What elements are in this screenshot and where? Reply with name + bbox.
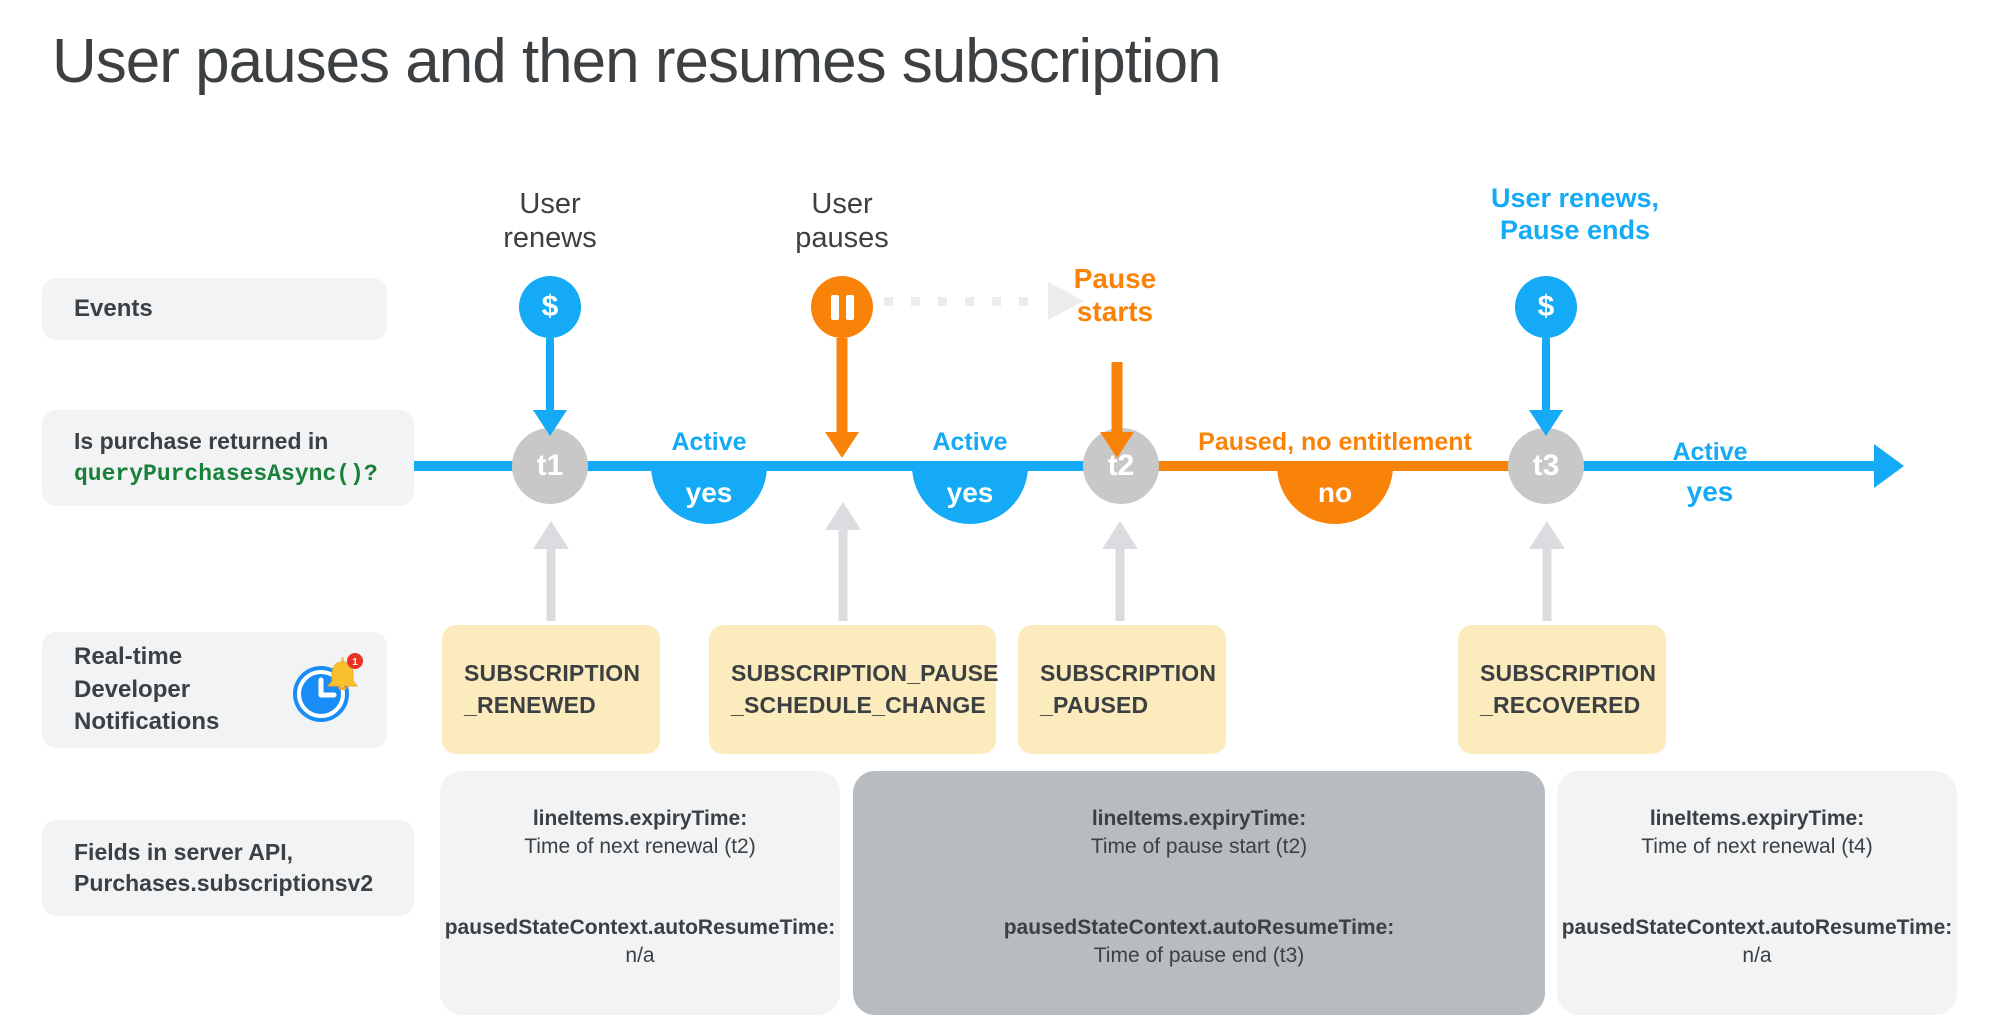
field-card-t1: lineItems.expiryTime: Time of next renew… <box>440 771 840 1015</box>
arrow-head-icon <box>533 410 567 436</box>
dot <box>965 296 974 306</box>
field-value-autoresumetime: Time of pause end (t3) <box>1093 943 1305 967</box>
arrow-head-icon <box>1529 410 1563 436</box>
page-title: User pauses and then resumes subscriptio… <box>52 27 1222 96</box>
field-name-expirytime: lineItems.expiryTime: <box>1649 807 1865 830</box>
query-label-code: queryPurchasesAsync()? <box>74 461 378 487</box>
field-name-autoresumetime: pausedStateContext.autoResumeTime: <box>1003 915 1395 939</box>
arrow-shaft <box>546 338 554 410</box>
segment-answer-active-3: yes <box>1686 476 1734 507</box>
clock-bell-notification-icon: 1 <box>287 650 365 728</box>
notification-badge-count: 1 <box>352 657 358 668</box>
status-bubble-active-1-text: yes <box>685 477 733 508</box>
arrow-head-icon <box>824 502 861 530</box>
query-label-line1: Is purchase returned in <box>74 427 329 454</box>
rtdn-arrow-recovered <box>1519 521 1574 621</box>
row-label-server-fields: Fields in server API, Purchases.subscrip… <box>42 820 414 916</box>
row-label-events-text: Events <box>74 294 153 322</box>
event-badge-dollar-1[interactable]: $ <box>519 276 581 338</box>
dotted-arrow-head-icon <box>1048 282 1084 320</box>
rtdn-arrow-paused <box>1092 521 1147 621</box>
status-bubble-paused-text: no <box>1317 477 1353 508</box>
event-caption-user-renews-1: User renews <box>503 188 597 255</box>
event-badge-dollar-2[interactable]: $ <box>1515 276 1577 338</box>
dot <box>992 296 1001 306</box>
event-caption-user-pauses: User pauses <box>795 188 889 255</box>
timeline-node-t3-label: t3 <box>1532 449 1560 482</box>
status-bubble-active-1: yes <box>651 466 767 524</box>
arrow-head-icon <box>532 521 569 549</box>
row-label-query-text: Is purchase returned in queryPurchasesAs… <box>42 426 378 490</box>
field-name-autoresumetime: pausedStateContext.autoResumeTime: <box>1561 915 1953 939</box>
arrow-shaft <box>1115 547 1124 621</box>
arrow-shaft <box>546 547 555 621</box>
fields-label-line2: Purchases.subscriptionsv2 <box>74 870 374 896</box>
field-name-expirytime: lineItems.expiryTime: <box>1091 807 1307 830</box>
rtdn-box-subscription-pause-schedule-change[interactable]: SUBSCRIPTION_PAUSE _SCHEDULE_CHANGE <box>709 625 999 754</box>
event-arrow-user-renews-1 <box>520 338 580 436</box>
arrow-head-icon <box>1100 432 1134 458</box>
timeline-segment-active-right <box>1526 461 1876 471</box>
field-name-expirytime: lineItems.expiryTime: <box>532 807 748 830</box>
event-caption-user-renews-2: User renews, Pause ends <box>1490 183 1660 245</box>
timeline-node-t1-label: t1 <box>536 449 564 482</box>
pause-icon <box>830 294 854 320</box>
status-bubble-active-2-text: yes <box>946 477 994 508</box>
dollar-icon: $ <box>1537 290 1555 323</box>
arrow-head-icon <box>1101 521 1138 549</box>
rtdn-arrow-pause-schedule-change <box>815 502 870 621</box>
status-bubble-active-2: yes <box>912 466 1028 524</box>
event-badge-pause[interactable] <box>811 276 873 338</box>
row-label-fields-text: Fields in server API, Purchases.subscrip… <box>42 837 373 899</box>
dollar-icon: $ <box>541 290 559 323</box>
field-value-autoresumetime: n/a <box>625 943 655 967</box>
segment-label-active-1: Active <box>671 428 747 456</box>
arrow-head-icon <box>1528 521 1565 549</box>
rtdn-box-subscription-recovered[interactable]: SUBSCRIPTION _RECOVERED <box>1458 625 1666 754</box>
field-card-t3: lineItems.expiryTime: Time of next renew… <box>1557 771 1957 1015</box>
field-name-autoresumetime: pausedStateContext.autoResumeTime: <box>444 915 836 939</box>
row-label-rtdn: Real-time Developer Notifications 1 <box>42 632 387 748</box>
timeline-node-t1[interactable]: t1 <box>512 428 588 504</box>
timeline-arrowhead-icon <box>1874 444 1904 488</box>
row-label-rtdn-text: Real-time Developer Notifications <box>74 643 220 736</box>
event-caption-pause-starts: Pause starts <box>1073 263 1157 328</box>
arrow-shaft <box>1542 547 1551 621</box>
segment-label-active-2: Active <box>932 428 1008 456</box>
dot <box>884 296 893 306</box>
dot <box>938 296 947 306</box>
field-value-expirytime: Time of next renewal (t2) <box>524 835 756 859</box>
field-value-expirytime: Time of next renewal (t4) <box>1641 835 1873 859</box>
event-arrow-pause-starts <box>1087 362 1147 458</box>
dot <box>911 296 920 306</box>
field-value-autoresumetime: n/a <box>1742 943 1772 967</box>
arrow-shaft <box>1111 362 1123 432</box>
row-label-query-purchases: Is purchase returned in queryPurchasesAs… <box>42 410 414 506</box>
arrow-head-icon <box>825 432 859 458</box>
segment-label-paused: Paused, no entitlement <box>1198 428 1472 456</box>
event-arrow-user-pauses <box>812 338 872 458</box>
rtdn-box-subscription-renewed[interactable]: SUBSCRIPTION _RENEWED <box>442 625 660 754</box>
timeline-segment-active-left <box>414 461 1121 471</box>
rtdn-box-subscription-paused[interactable]: SUBSCRIPTION _PAUSED <box>1018 625 1226 754</box>
dotted-connector-arrow-icon <box>884 282 1084 320</box>
field-card-paused: lineItems.expiryTime: Time of pause star… <box>853 771 1545 1015</box>
timeline-node-t3[interactable]: t3 <box>1508 428 1584 504</box>
field-value-expirytime: Time of pause start (t2) <box>1090 835 1308 859</box>
arrow-shaft <box>838 528 847 621</box>
event-arrow-user-renews-2 <box>1516 338 1576 436</box>
status-bubble-paused: no <box>1277 466 1393 524</box>
arrow-shaft <box>836 338 848 432</box>
rtdn-arrow-renewed <box>523 521 578 621</box>
dot <box>1019 296 1028 306</box>
row-label-events: Events <box>42 278 387 340</box>
arrow-shaft <box>1542 338 1550 410</box>
segment-label-active-3: Active <box>1672 438 1748 466</box>
fields-label-line1: Fields in server API, <box>74 838 294 865</box>
